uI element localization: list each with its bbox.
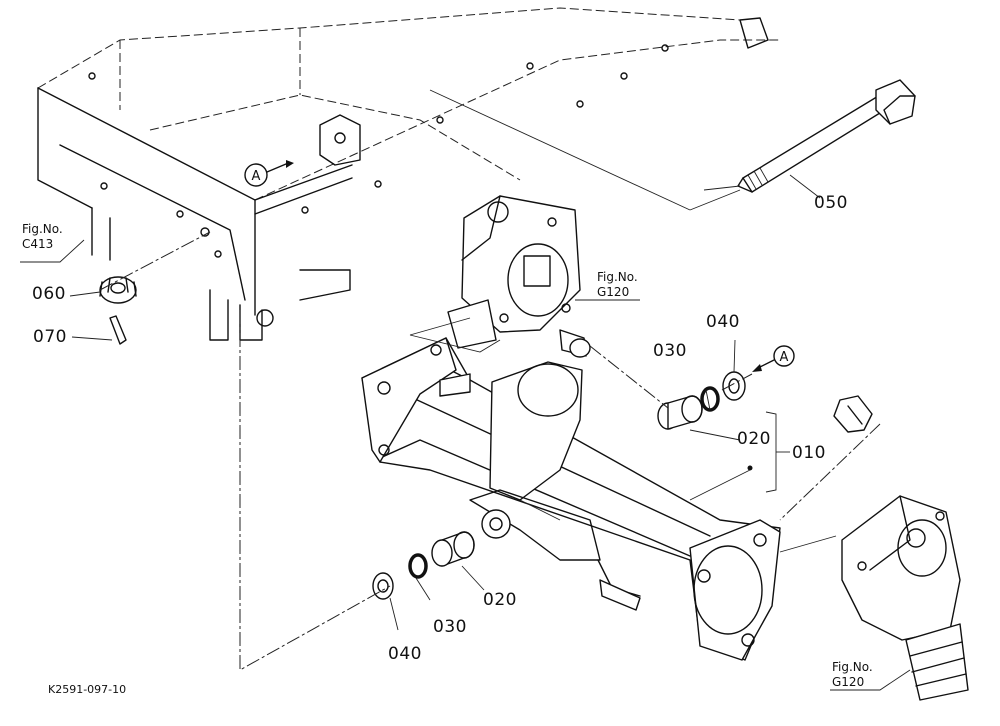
part-label-040-upper: 040: [706, 312, 740, 332]
part-label-030-lower: 030: [433, 617, 467, 637]
bolt-050: [737, 79, 916, 193]
bushing-020-upper: [657, 395, 703, 430]
fitting-upper: [559, 329, 591, 358]
cylinder-head-lower: [841, 495, 969, 701]
part-label-030-upper: 030: [653, 341, 687, 361]
bushing-020-lower: [431, 531, 475, 567]
o-ring-030-upper: [700, 386, 720, 412]
part-label-040-lower: 040: [388, 644, 422, 664]
part-label-060: 060: [32, 284, 66, 304]
marker-a-upper: [244, 160, 294, 187]
fig-ref-g120-lower-line1: Fig.No.: [832, 660, 873, 674]
fitting-right: [833, 395, 873, 433]
part-label-050: 050: [814, 193, 848, 213]
part-label-070: 070: [33, 327, 67, 347]
fig-ref-c413: Fig.No. C413: [22, 222, 63, 252]
fig-ref-g120-upper: Fig.No. G120: [597, 270, 638, 300]
washer-040-upper: [722, 371, 746, 401]
part-label-020-lower: 020: [483, 590, 517, 610]
fig-ref-c413-line1: Fig.No.: [22, 222, 63, 236]
alignment-lines: [20, 89, 911, 691]
fig-ref-c413-line2: C413: [22, 237, 54, 251]
fig-ref-g120-upper-line2: G120: [597, 285, 630, 299]
drawing-code: K2591-097-10: [48, 683, 127, 696]
o-ring-030-lower: [408, 553, 428, 579]
castle-nut-060: [99, 276, 137, 304]
fig-ref-g120-lower: Fig.No. G120: [832, 660, 873, 690]
fig-ref-g120-upper-line1: Fig.No.: [597, 270, 638, 284]
marker-a-lower: [752, 345, 795, 372]
cotter-pin-070: [109, 315, 127, 345]
cylinder-head-upper: [447, 195, 581, 349]
steering-cylinder-010: [361, 337, 781, 661]
frame-assembly: [37, 7, 780, 341]
part-label-010: 010: [792, 443, 826, 463]
part-label-020-upper: 020: [737, 429, 771, 449]
fig-ref-g120-lower-line2: G120: [832, 675, 865, 689]
